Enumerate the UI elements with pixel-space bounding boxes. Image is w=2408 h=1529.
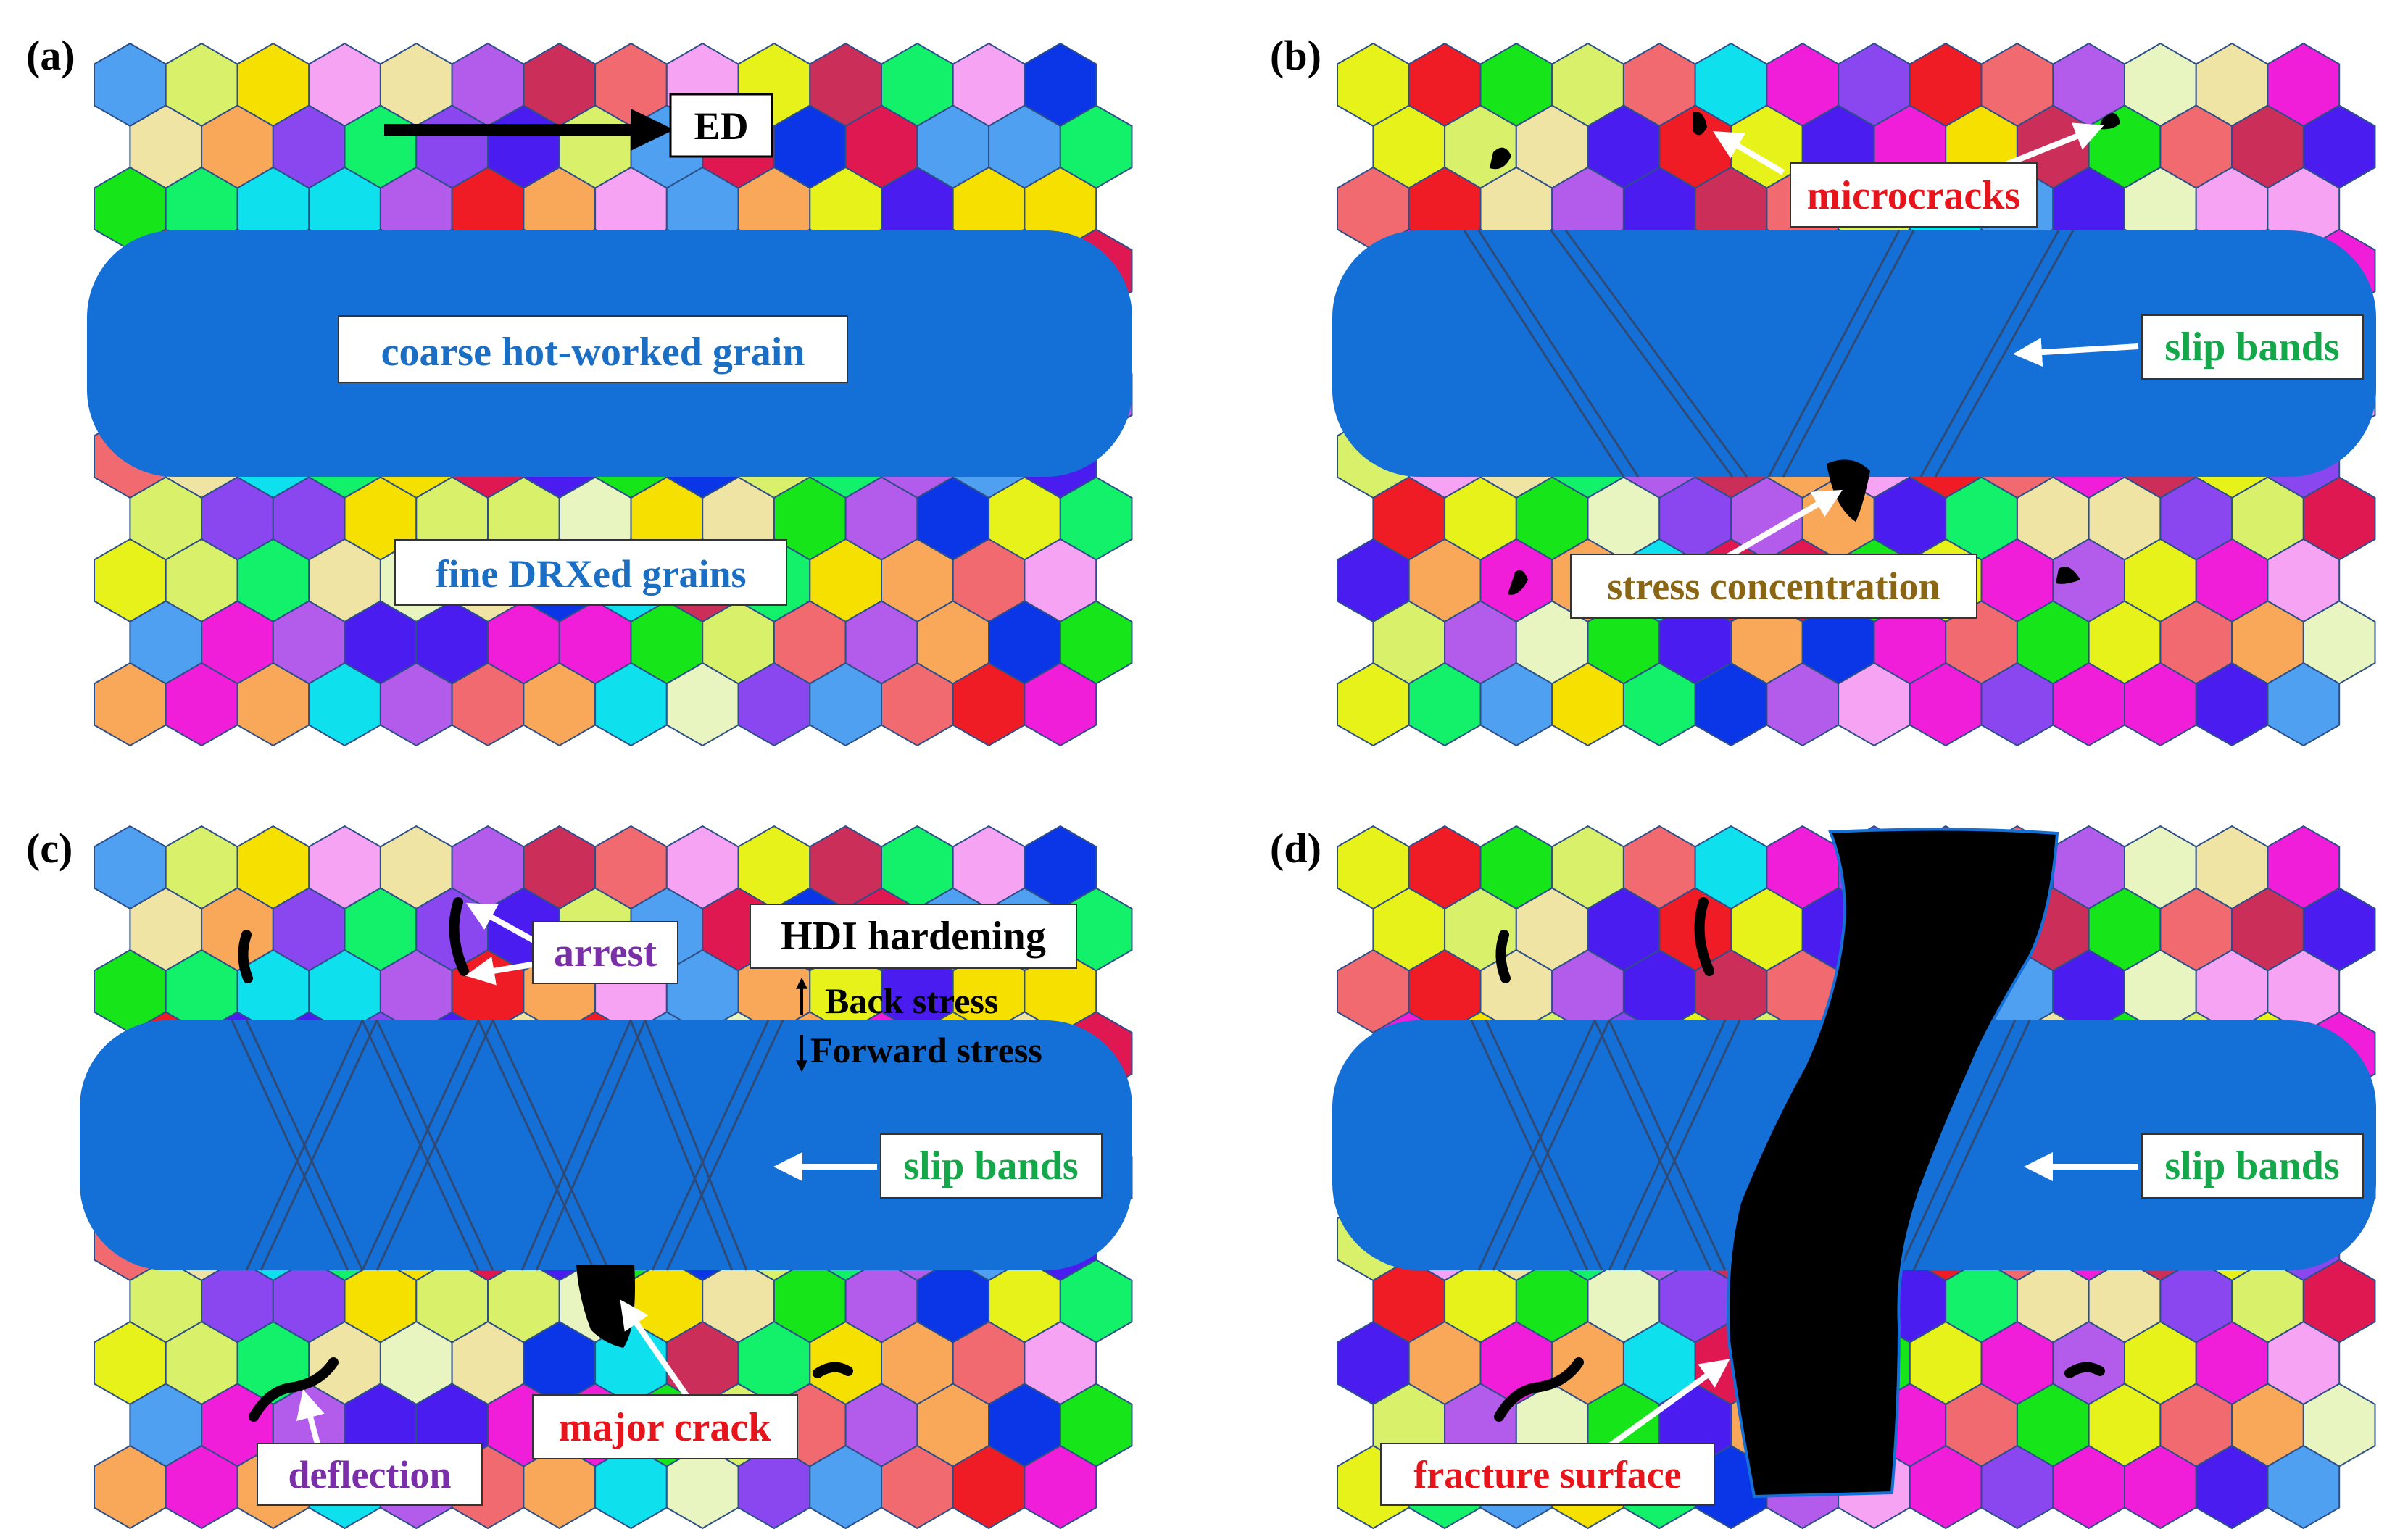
slip-label-box-b [2141,314,2364,380]
panel-c: arrest HDI hardening Back stress Forward… [26,825,1133,1529]
slip-lines-c [231,1020,784,1271]
slip-label-box-d [2141,1133,2364,1199]
slip-label-d: slip bands [2164,1143,2339,1188]
microcrack-3 [2098,113,2120,130]
panel-d: slip bands fracture surface (d) [1270,825,2376,1529]
arrow-microcracks-2 [1999,122,2104,170]
fracture-label: fracture surface [1413,1453,1681,1496]
crack-small-d [2064,1362,2105,1378]
forward-stress-label: Forward stress [810,1030,1042,1070]
crack-deflection [249,1357,339,1422]
ed-label-box [669,93,773,158]
panel-tag-b: (b) [1270,32,1321,79]
back-stress-label: Back stress [825,980,998,1021]
grain-hexagon [2267,1444,2341,1529]
crack-arrest-left [238,930,253,983]
slip-label-c: slip bands [903,1143,1078,1188]
fracture-label-box [1380,1443,1715,1506]
slip-label-box-c [880,1133,1103,1199]
ed-label: ED [694,104,748,148]
panel-tag-a: (a) [26,32,75,79]
fine-label-box [394,539,787,606]
arrow-major [620,1299,692,1401]
panel-b: microcracks slip bands stress concentrat… [1270,32,2376,747]
grain-hexagon [1024,662,1097,747]
arrest-label-box [532,921,678,984]
coarse-label: coarse hot-worked grain [381,330,805,375]
slip-lines-b [1463,230,2075,478]
arrow-stress [1723,489,1843,561]
stress-label-box [1570,554,1977,619]
major-label-box [532,1394,798,1459]
arrow-arrest-2 [465,957,537,986]
arrow-fracture [1593,1359,1730,1459]
major-label: major crack [559,1405,772,1450]
microcrack-4 [1508,570,1528,595]
grain-hexagon [1024,1444,1097,1529]
coarse-label-box [338,315,848,383]
stress-label: stress concentration [1607,564,1940,608]
slip-lines-d [1470,1020,2031,1271]
microcrack-2 [1693,112,1707,136]
grain-hexagon [2267,662,2341,747]
arrow-microcracks-1 [1713,130,1785,175]
hdi-label: HDI hardening [781,914,1046,959]
deflection-label: deflection [288,1453,452,1496]
coarse-grain-c [80,1020,1132,1270]
panel-a: ED coarse hot-worked grain fine DRXed gr… [26,32,1133,747]
arrow-deflection [296,1389,325,1451]
ed-arrow-head [631,109,674,151]
microcracks-label-box [1790,162,2038,228]
crack-deflection-d [1494,1357,1584,1422]
crack-small-c [813,1362,853,1378]
hdi-label-box [750,904,1077,969]
arrest-label: arrest [554,930,657,975]
slip-label-b: slip bands [2164,325,2339,370]
fracture-surface [1727,828,2059,1499]
microcracks-label: microcracks [1807,173,2020,218]
crack-arrest-right-d [1694,897,1714,976]
microcrack-5 [2056,567,2080,584]
microcrack-1 [1490,147,1511,170]
coarse-grain-b [1332,230,2376,477]
fine-label: fine DRXed grains [436,552,747,596]
panel-tag-c: (c) [26,825,72,872]
deflection-label-box [257,1443,483,1506]
arrow-slip-b [2013,338,2139,367]
crack-arrest-right [449,897,469,976]
panel-tag-d: (d) [1270,825,1321,872]
crack-arrest-left-d [1495,930,1511,983]
arrow-arrest-1 [466,903,538,945]
stress-crack [1827,459,1870,522]
